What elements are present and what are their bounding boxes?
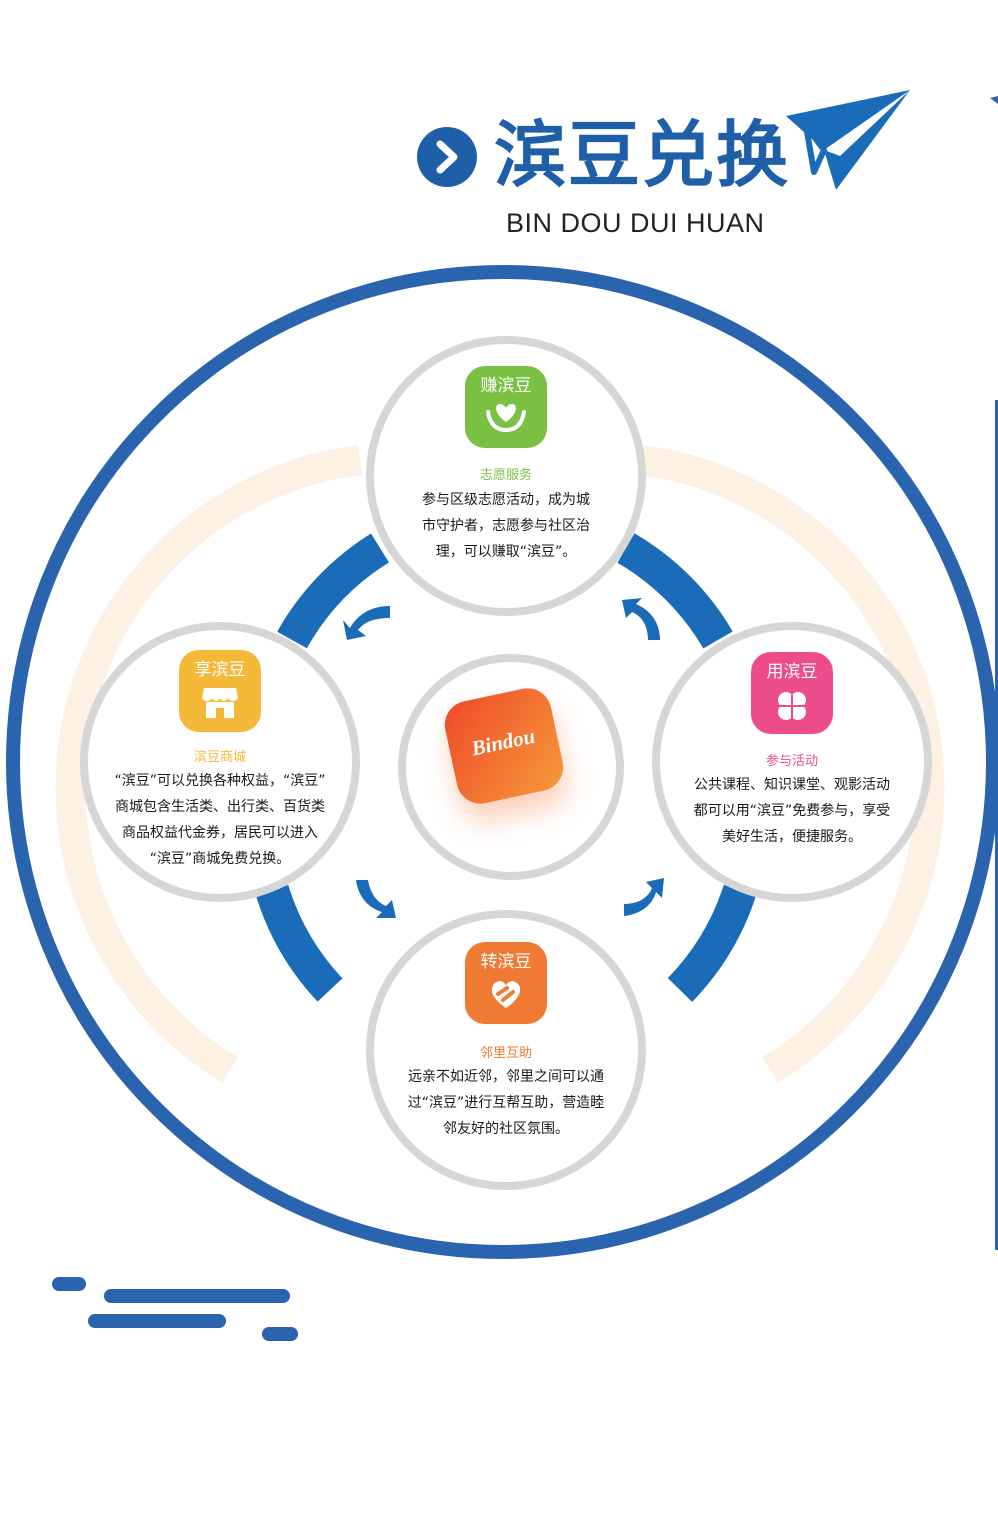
arrow-earn-to-enjoy xyxy=(343,606,390,640)
transfer-description: 远亲不如近邻，邻里之间可以通 过“滨豆”进行互帮互助，营造睦 邻友好的社区氛围。 xyxy=(388,1064,624,1142)
arrow-use-to-earn xyxy=(622,598,660,640)
earn-description: 参与区级志愿活动，成为城 市守护者，志愿参与社区治 理，可以赚取“滨豆”。 xyxy=(402,487,610,565)
store-icon xyxy=(202,688,238,718)
earn-desc-line: 市守护者，志愿参与社区治 xyxy=(422,518,590,534)
use-description: 公共课程、知识课堂、观影活动 都可以用“滨豆”免费参与，享受 美好生活，便捷服务… xyxy=(674,772,910,850)
earn-app-icon: 赚滨豆 xyxy=(465,366,547,448)
cycle-arcs xyxy=(255,533,757,1002)
earn-desc-line: 参与区级志愿活动，成为城 xyxy=(422,492,590,508)
page-title: 滨豆兑换 xyxy=(494,113,791,197)
arrow-transfer-to-use xyxy=(624,878,664,916)
decorative-dashes xyxy=(52,1277,298,1341)
enjoy-desc-line: “滨豆”可以兑换各种权益，“滨豆” xyxy=(114,773,326,789)
enjoy-description: “滨豆”可以兑换各种权益，“滨豆” 商城包含生活类、出行类、百货类 商品权益代金… xyxy=(98,768,342,872)
transfer-desc-line: 远亲不如近邻，邻里之间可以通 xyxy=(408,1069,604,1085)
node-use: 用滨豆 参与活动 公共课程、知识课堂、观影活动 都可以用“滨豆”免费参与，享受 … xyxy=(652,622,932,902)
heart-hands-icon xyxy=(486,404,526,433)
right-edge-plane-tail xyxy=(990,96,998,104)
play-circle-icon xyxy=(417,127,477,187)
enjoy-subtitle: 滨豆商城 xyxy=(193,750,246,765)
use-desc-line: 都可以用“滨豆”免费参与，享受 xyxy=(693,803,891,819)
enjoy-icon-label: 享滨豆 xyxy=(194,660,246,680)
enjoy-desc-line: 商品权益代金券，居民可以进入 xyxy=(122,825,318,841)
earn-subtitle: 志愿服务 xyxy=(479,468,532,483)
use-desc-line: 公共课程、知识课堂、观影活动 xyxy=(694,777,890,793)
transfer-app-icon: 转滨豆 xyxy=(465,942,547,1024)
arrow-enjoy-to-transfer xyxy=(356,880,396,918)
earn-icon-label: 赚滨豆 xyxy=(480,376,532,396)
node-transfer: 转滨豆 邻里互助 远亲不如近邻，邻里之间可以通 过“滨豆”进行互帮互助，营造睦 … xyxy=(366,910,646,1190)
page-subtitle: BIN DOU DUI HUAN xyxy=(506,208,765,238)
use-icon-label: 用滨豆 xyxy=(766,662,818,682)
enjoy-desc-line: 商城包含生活类、出行类、百货类 xyxy=(115,799,325,815)
use-app-icon: 用滨豆 xyxy=(751,652,833,734)
clover-icon xyxy=(778,692,808,722)
enjoy-app-icon: 享滨豆 xyxy=(179,650,261,732)
outer-ring xyxy=(6,265,998,1259)
earn-desc-line: 理，可以赚取“滨豆”。 xyxy=(435,544,577,560)
node-enjoy: 享滨豆 滨豆商城 “滨豆”可以兑换各种权益，“滨豆” 商城包含生活类、出行类、百… xyxy=(80,622,360,902)
enjoy-desc-line: “滨豆”商城免费兑换。 xyxy=(149,851,291,867)
transfer-icon-label: 转滨豆 xyxy=(480,952,532,972)
bindou-logo-text: Bindou xyxy=(469,723,538,761)
use-subtitle: 参与活动 xyxy=(765,754,818,769)
paper-plane-icon xyxy=(786,90,910,190)
heart-link-icon xyxy=(491,981,521,1008)
use-desc-line: 美好生活，便捷服务。 xyxy=(722,829,862,845)
transfer-desc-line: 过“滨豆”进行互帮互助，营造睦 xyxy=(407,1095,605,1111)
transfer-desc-line: 邻友好的社区氛围。 xyxy=(443,1121,569,1137)
node-earn: 赚滨豆 志愿服务 参与区级志愿活动，成为城 市守护者，志愿参与社区治 理，可以赚… xyxy=(366,336,646,616)
transfer-subtitle: 邻里互助 xyxy=(479,1046,532,1061)
